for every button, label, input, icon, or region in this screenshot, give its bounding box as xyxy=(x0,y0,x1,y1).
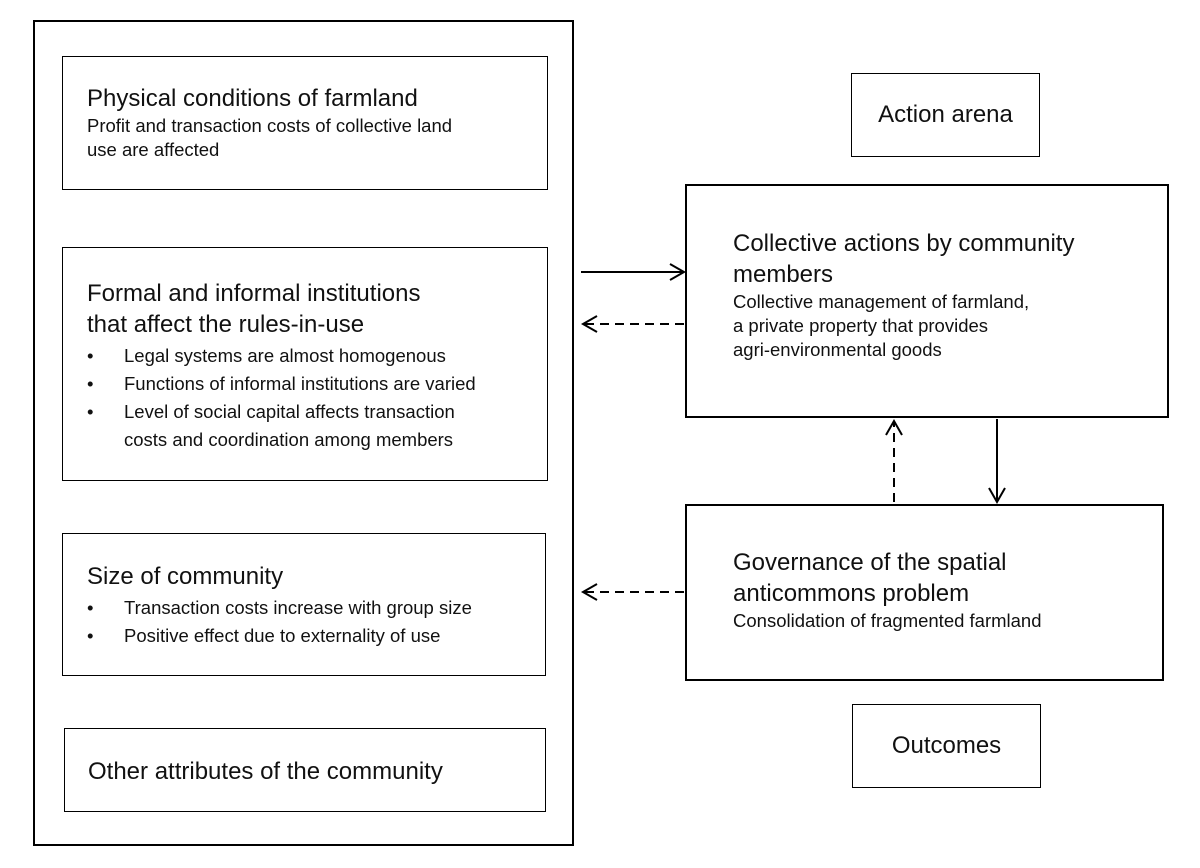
arrow-governance-to-size xyxy=(580,583,684,601)
size-bullet-2: Positive effect due to externality of us… xyxy=(87,622,545,650)
other-attributes-box: Other attributes of the community xyxy=(64,728,546,812)
collective-actions-box: Collective actions by community members … xyxy=(685,184,1169,418)
governance-title-line2: anticommons problem xyxy=(733,580,970,607)
physical-conditions-desc-line2: use are affected xyxy=(87,139,220,160)
institutions-title-line1: Formal and informal institutions xyxy=(87,280,421,307)
size-bullet-1: Transaction costs increase with group si… xyxy=(87,594,545,622)
collective-actions-title-line2: members xyxy=(733,261,834,288)
institutions-box: Formal and informal institutions that af… xyxy=(62,247,548,481)
physical-conditions-title: Physical conditions of farmland xyxy=(87,85,418,112)
outcomes-label-box: Outcomes xyxy=(852,704,1041,788)
outcomes-label: Outcomes xyxy=(891,732,1002,759)
governance-title-line1: Governance of the spatial xyxy=(733,549,1007,576)
institutions-title-line2: that affect the rules-in-use xyxy=(87,311,365,338)
arrow-collective-to-institutions xyxy=(580,315,684,333)
action-arena-label: Action arena xyxy=(878,101,1013,128)
institutions-bullet-2: Functions of informal institutions are v… xyxy=(87,370,547,398)
institutions-bullet-3: Level of social capital affects transact… xyxy=(87,398,547,454)
collective-actions-desc-line2: a private property that provides xyxy=(733,315,989,336)
collective-actions-desc-line3: agri-environmental goods xyxy=(733,339,942,360)
arrow-collective-to-governance xyxy=(988,419,1006,505)
arrow-institutions-to-collective xyxy=(581,263,687,281)
governance-box: Governance of the spatial anticommons pr… xyxy=(685,504,1164,681)
size-of-community-title: Size of community xyxy=(87,563,284,590)
collective-actions-desc-line1: Collective management of farmland, xyxy=(733,291,1030,312)
physical-conditions-box: Physical conditions of farmland Profit a… xyxy=(62,56,548,190)
governance-desc-line1: Consolidation of fragmented farmland xyxy=(733,610,1042,631)
action-arena-label-box: Action arena xyxy=(851,73,1040,157)
size-of-community-box: Size of community Transaction costs incr… xyxy=(62,533,546,676)
size-bullet-list: Transaction costs increase with group si… xyxy=(87,594,545,650)
arrow-governance-to-collective xyxy=(885,418,903,502)
attributes-container xyxy=(33,20,574,846)
collective-actions-title-line1: Collective actions by community xyxy=(733,230,1075,257)
physical-conditions-desc-line1: Profit and transaction costs of collecti… xyxy=(87,115,453,136)
other-attributes-title: Other attributes of the community xyxy=(88,758,443,785)
institutions-bullet-list: Legal systems are almost homogenous Func… xyxy=(87,342,547,454)
institutions-bullet-1: Legal systems are almost homogenous xyxy=(87,342,547,370)
